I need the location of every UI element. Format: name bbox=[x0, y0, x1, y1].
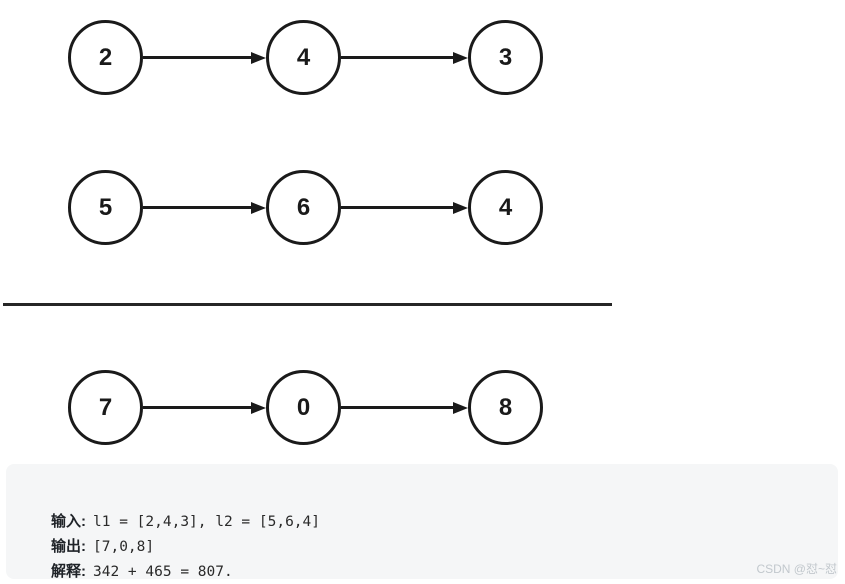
list-node: 4 bbox=[266, 20, 341, 95]
list-node: 3 bbox=[468, 20, 543, 95]
arrowhead-icon bbox=[453, 201, 468, 214]
node-value: 4 bbox=[498, 193, 513, 221]
input-code: l1 = [2,4,3], l2 = [5,6,4] bbox=[93, 514, 320, 530]
next-pointer-arrow bbox=[143, 50, 266, 66]
next-pointer-arrow bbox=[341, 50, 468, 66]
list-node: 4 bbox=[468, 170, 543, 245]
list-node: 5 bbox=[68, 170, 143, 245]
list-node: 6 bbox=[266, 170, 341, 245]
arrow-shaft bbox=[143, 56, 251, 59]
node-value: 3 bbox=[498, 43, 513, 71]
next-pointer-arrow bbox=[143, 200, 266, 216]
example-input-line: 输入: l1 = [2,4,3], l2 = [5,6,4] bbox=[26, 484, 822, 530]
csdn-watermark: CSDN @怼~怼 bbox=[756, 562, 837, 576]
list-node: 7 bbox=[68, 370, 143, 445]
node-value: 2 bbox=[98, 43, 113, 71]
arrowhead-icon bbox=[453, 51, 468, 64]
arrow-shaft bbox=[143, 406, 251, 409]
linked-list-result: 7 0 8 bbox=[0, 370, 620, 445]
node-value: 7 bbox=[98, 393, 113, 421]
linked-list-l1: 2 4 3 bbox=[0, 20, 620, 95]
arrow-shaft bbox=[341, 206, 453, 209]
next-pointer-arrow bbox=[143, 400, 266, 416]
node-value: 4 bbox=[296, 43, 311, 71]
output-label: 输出: bbox=[51, 538, 87, 555]
arrowhead-icon bbox=[251, 401, 266, 414]
arrowhead-icon bbox=[453, 401, 468, 414]
arrow-shaft bbox=[143, 206, 251, 209]
output-code: [7,0,8] bbox=[93, 539, 155, 555]
example-box: 输入: l1 = [2,4,3], l2 = [5,6,4] 输出: [7,0,8]… bbox=[6, 464, 838, 580]
next-pointer-arrow bbox=[341, 400, 468, 416]
arrow-shaft bbox=[341, 56, 453, 59]
list-node: 0 bbox=[266, 370, 341, 445]
node-value: 8 bbox=[498, 393, 513, 421]
arrowhead-icon bbox=[251, 201, 266, 214]
next-pointer-arrow bbox=[341, 200, 468, 216]
linked-list-l2: 5 6 4 bbox=[0, 170, 620, 245]
divider bbox=[3, 303, 612, 306]
arrow-shaft bbox=[341, 406, 453, 409]
explanation-label: 解释: bbox=[51, 563, 87, 580]
explanation-code: 342 + 465 = 807. bbox=[93, 564, 233, 580]
list-node: 2 bbox=[68, 20, 143, 95]
example-output-line: 输出: [7,0,8] bbox=[26, 509, 822, 555]
example-explanation-line: 解释: 342 + 465 = 807. bbox=[26, 534, 822, 580]
node-value: 0 bbox=[296, 393, 311, 421]
node-value: 5 bbox=[98, 193, 113, 221]
node-value: 6 bbox=[296, 193, 311, 221]
list-node: 8 bbox=[468, 370, 543, 445]
arrowhead-icon bbox=[251, 51, 266, 64]
input-label: 输入: bbox=[51, 513, 87, 530]
